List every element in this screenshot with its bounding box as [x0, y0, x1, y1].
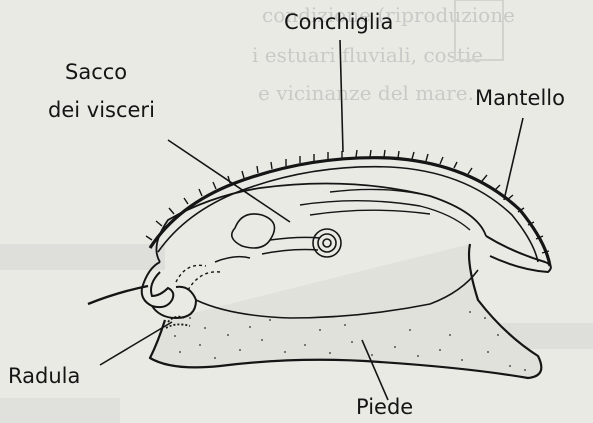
- bleed-bar-bottom: [0, 398, 120, 423]
- gut-tube: [232, 214, 275, 248]
- leader-mantello: [504, 118, 523, 200]
- label-radula: Radula: [8, 366, 80, 387]
- shell: [150, 158, 550, 266]
- label-conchiglia: Conchiglia: [284, 12, 393, 33]
- label-mantello: Mantello: [475, 88, 565, 109]
- bleed-bar-left: [0, 244, 165, 270]
- internal-organs: [300, 189, 470, 230]
- bleed-line-3: e vicinanze del mare.: [258, 81, 474, 105]
- head: [142, 262, 196, 318]
- bleed-line-2: i estuari fluviali, costie: [252, 43, 483, 67]
- spiral-gland: [313, 229, 341, 257]
- intestine: [215, 237, 320, 262]
- label-dei-visceri: dei visceri: [48, 100, 155, 121]
- tentacle: [88, 286, 148, 304]
- label-piede: Piede: [356, 397, 413, 418]
- foot: [150, 244, 541, 378]
- label-sacco: Sacco: [65, 62, 127, 83]
